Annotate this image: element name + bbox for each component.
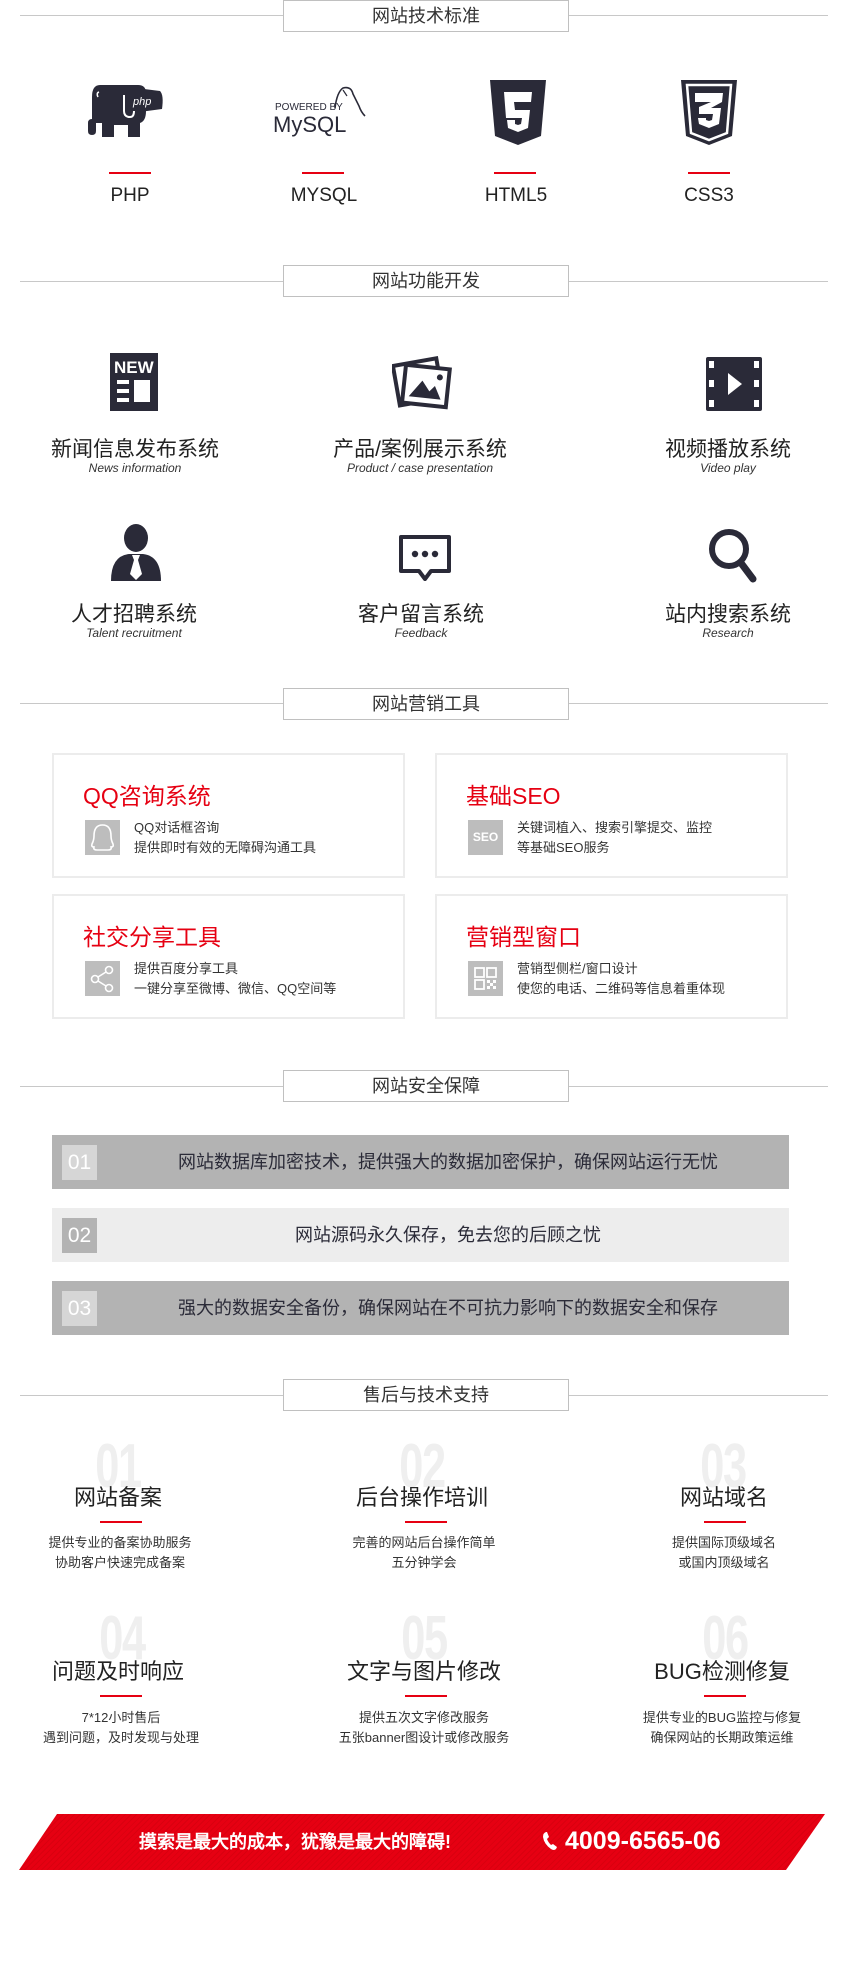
support-bg-number: 05 <box>401 1604 448 1673</box>
support-bg-number: 06 <box>702 1604 749 1673</box>
feature-subtitle: News information <box>88 461 182 475</box>
security-item: 02 网站源码永久保存，免去您的后顾之忧 <box>52 1208 789 1262</box>
card-title: 基础SEO <box>466 783 561 809</box>
marketing-card-seo: 基础SEO SEO 关键词植入、搜索引擎提交、监控 等基础SEO服务 <box>435 753 788 878</box>
accent-dash <box>100 1695 142 1697</box>
support-description: 提供专业的备案协助服务 协助客户快速完成备案 <box>48 1535 192 1570</box>
tech-label-mysql: MYSQL <box>290 185 358 206</box>
photos-icon <box>392 356 452 410</box>
support-title: 文字与图片修改 <box>346 1659 502 1684</box>
security-item: 01 网站数据库加密技术，提供强大的数据加密保护，确保网站运行无忧 <box>52 1135 789 1189</box>
accent-dash <box>100 1521 142 1523</box>
accent-dash <box>494 172 536 174</box>
support-description: 提供国际顶级域名 或国内顶级域名 <box>671 1535 777 1570</box>
feature-subtitle: Talent recruitment <box>86 626 182 640</box>
support-title: 后台操作培训 <box>355 1485 489 1510</box>
phone-number: 4009-6565-06 <box>565 1827 721 1855</box>
search-icon <box>709 529 757 583</box>
item-number-badge: 01 <box>62 1145 97 1180</box>
feature-subtitle: Research <box>702 626 754 640</box>
security-item: 03 强大的数据安全备份，确保网站在不可抗力影响下的数据安全和保存 <box>52 1281 789 1335</box>
share-icon <box>85 961 120 996</box>
feature-title: 新闻信息发布系统 <box>51 438 219 461</box>
support-description: 完善的网站后台操作简单 五分钟学会 <box>352 1535 496 1570</box>
support-bg-number: 03 <box>700 1432 747 1501</box>
card-title: 社交分享工具 <box>83 924 221 950</box>
video-film-icon <box>706 357 762 411</box>
section-title-support: 售后与技术支持 <box>283 1379 569 1411</box>
feature-title: 站内搜索系统 <box>665 603 791 626</box>
feature-title: 产品/案例展示系统 <box>333 438 507 461</box>
css3-shield-icon <box>681 80 737 145</box>
accent-dash <box>704 1695 746 1697</box>
marketing-card-window: 营销型窗口 营销型侧栏/窗口设计 使您的电话、二维码等信息着重体现 <box>435 894 788 1019</box>
security-item-text: 强大的数据安全备份，确保网站在不可抗力影响下的数据安全和保存 <box>178 1298 718 1318</box>
item-number-badge: 02 <box>62 1218 97 1253</box>
banner-slogan: 摸索是最大的成本，犹豫是最大的障碍! <box>139 1832 451 1852</box>
section-title-security: 网站安全保障 <box>283 1070 569 1102</box>
chat-bubble-icon <box>399 535 451 581</box>
accent-dash <box>405 1695 447 1697</box>
section-title-features: 网站功能开发 <box>283 265 569 297</box>
marketing-card-share: 社交分享工具 提供百度分享工具 一键分享至微博、微信、QQ空间等 <box>52 894 405 1019</box>
qq-penguin-icon <box>85 820 120 855</box>
section-title-marketing: 网站营销工具 <box>283 688 569 720</box>
card-description: QQ对话框咨询 提供即时有效的无障碍沟通工具 <box>134 820 317 855</box>
support-title: 网站域名 <box>679 1485 769 1510</box>
php-elephant-icon: php <box>88 85 163 137</box>
card-title: QQ咨询系统 <box>83 783 211 809</box>
support-title: 问题及时响应 <box>51 1659 185 1684</box>
phone-number-link[interactable]: 4009-6565-06 <box>541 1814 721 1868</box>
support-bg-number: 01 <box>95 1432 142 1501</box>
tech-label-html5: HTML5 <box>484 185 548 206</box>
accent-dash <box>109 172 151 174</box>
tech-label-css3: CSS3 <box>684 185 734 206</box>
feature-title: 视频播放系统 <box>665 438 791 461</box>
support-bg-number: 02 <box>399 1432 446 1501</box>
mysql-logo-icon: POWERED BY MySQL <box>273 86 366 137</box>
svg-text:MySQL: MySQL <box>273 112 346 137</box>
accent-dash <box>688 172 730 174</box>
svg-text:NEW: NEW <box>114 358 155 377</box>
support-title: BUG检测修复 <box>654 1659 790 1684</box>
contact-banner: 摸索是最大的成本，犹豫是最大的障碍! 4009-6565-06 <box>19 1814 825 1870</box>
feature-subtitle: Feedback <box>394 626 448 640</box>
support-bg-number: 04 <box>99 1604 146 1673</box>
support-title: 网站备案 <box>73 1485 163 1510</box>
accent-dash <box>405 1521 447 1523</box>
news-icon: NEW <box>110 353 158 411</box>
support-description: 提供五次文字修改服务 五张banner图设计或修改服务 <box>338 1710 510 1745</box>
security-item-text: 网站数据库加密技术，提供强大的数据加密保护，确保网站运行无忧 <box>178 1152 718 1172</box>
feature-title: 客户留言系统 <box>358 603 484 626</box>
feature-subtitle: Video play <box>700 461 756 475</box>
feature-subtitle: Product / case presentation <box>346 461 494 475</box>
qr-code-icon <box>468 961 503 996</box>
accent-dash <box>302 172 344 174</box>
svg-text:POWERED BY: POWERED BY <box>275 102 343 113</box>
item-number-badge: 03 <box>62 1291 97 1326</box>
support-description: 7*12小时售后 遇到问题，及时发现与处理 <box>42 1710 200 1745</box>
seo-icon: SEO <box>468 820 503 855</box>
marketing-card-qq: QQ咨询系统 QQ对话框咨询 提供即时有效的无障碍沟通工具 <box>52 753 405 878</box>
card-description: 营销型侧栏/窗口设计 使您的电话、二维码等信息着重体现 <box>517 961 726 996</box>
tech-label-php: PHP <box>110 185 150 206</box>
security-item-text: 网站源码永久保存，免去您的后顾之忧 <box>295 1225 601 1245</box>
card-description: 提供百度分享工具 一键分享至微博、微信、QQ空间等 <box>134 961 337 996</box>
html5-shield-icon <box>490 80 546 145</box>
feature-title: 人才招聘系统 <box>71 603 197 626</box>
support-description: 提供专业的BUG监控与修复 确保网站的长期政策运维 <box>642 1710 802 1745</box>
accent-dash <box>704 1521 746 1523</box>
card-title: 营销型窗口 <box>466 924 581 950</box>
card-description: 关键词植入、搜索引擎提交、监控 等基础SEO服务 <box>517 820 713 855</box>
section-title-tech: 网站技术标准 <box>283 0 569 32</box>
person-tie-icon <box>111 524 161 581</box>
phone-icon <box>543 1832 557 1850</box>
svg-text:php: php <box>132 96 151 108</box>
